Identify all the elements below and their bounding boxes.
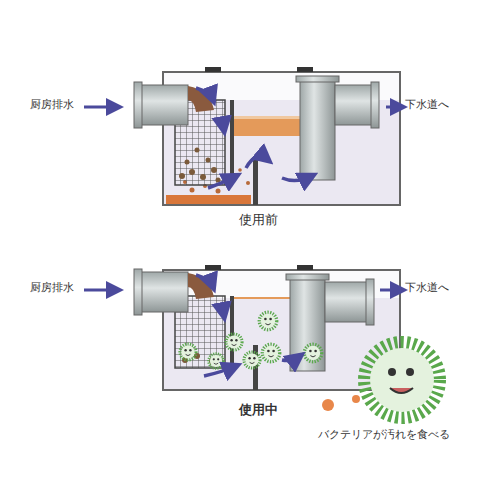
- caption-note: バクテリアが汚れを食べる: [318, 428, 450, 441]
- oil-layer: [234, 118, 300, 136]
- outflow-label: 下水道へ: [405, 98, 449, 111]
- outflow-label: 下水道へ: [405, 281, 449, 294]
- panel-title: 使用中: [239, 402, 278, 418]
- inflow-label: 厨房排水: [30, 98, 74, 111]
- tank-before: [84, 67, 402, 205]
- bacteria-figure: [366, 344, 438, 416]
- inflow-label: 厨房排水: [30, 281, 74, 294]
- tank-in-use: [84, 265, 438, 416]
- dirt-particle: [322, 399, 334, 411]
- dirt-particle: [352, 395, 360, 403]
- sludge: [166, 195, 251, 204]
- panel-title: 使用前: [239, 212, 278, 228]
